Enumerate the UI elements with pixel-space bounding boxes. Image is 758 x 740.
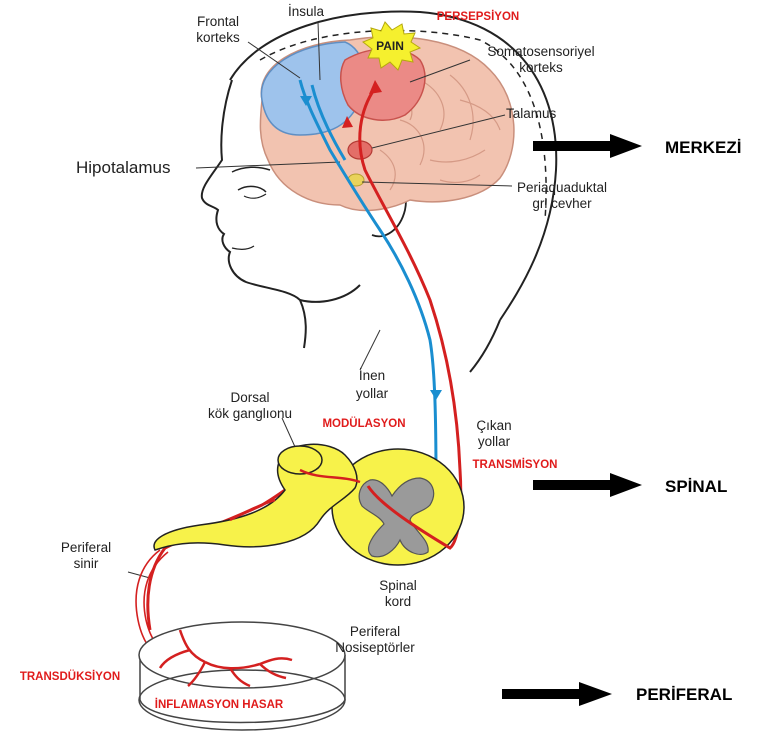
- label-modulation: MODÜLASYON: [322, 417, 405, 430]
- label-somato-line2: korteks: [519, 60, 563, 75]
- label-descending-line1: İnen: [359, 368, 385, 383]
- central-arrow: [533, 134, 642, 158]
- label-ascending-line1: Çıkan: [476, 418, 511, 433]
- dorsal-root-ganglion: [154, 444, 360, 550]
- label-damage: İNFLAMASYON HASAR: [155, 698, 284, 711]
- label-dorsal-line2: kök ganglıonu: [208, 406, 292, 421]
- label-talamus: Talamus: [506, 106, 557, 121]
- label-frontal-line1: Frontal: [197, 14, 239, 29]
- level-central: MERKEZİ: [665, 138, 742, 157]
- label-spinal-cord-line2: kord: [385, 594, 411, 609]
- peripheral-arrow: [502, 682, 612, 706]
- level-arrows: [502, 134, 642, 706]
- label-nociceptors-line2: Nosiseptörler: [335, 640, 415, 655]
- label-spinal-cord-line1: Spinal: [379, 578, 417, 593]
- label-periaq-line1: Periaquaduktal: [517, 180, 607, 195]
- label-peripheral-nerve-line2: sinir: [74, 556, 99, 571]
- pain-label: PAIN: [376, 39, 404, 53]
- label-transduction: TRANSDÜKSİYON: [20, 670, 120, 683]
- level-peripheral: PERİFERAL: [636, 685, 732, 704]
- label-hipotalamus: Hipotalamus: [76, 158, 171, 177]
- label-peripheral-nerve-line1: Periferal: [61, 540, 111, 555]
- label-frontal-line2: korteks: [196, 30, 240, 45]
- label-perception: PERSEPSİYON: [437, 10, 519, 23]
- tissue-disc: [139, 622, 345, 730]
- label-descending-line2: yollar: [356, 386, 389, 401]
- level-spinal: SPİNAL: [665, 477, 727, 496]
- label-ascending-line2: yollar: [478, 434, 511, 449]
- label-nociceptors-line1: Periferal: [350, 624, 400, 639]
- label-transmission: TRANSMİSYON: [473, 458, 558, 471]
- label-periaq-line2: gri cevher: [532, 196, 592, 211]
- label-insula: İnsula: [288, 4, 325, 19]
- label-dorsal-line1: Dorsal: [230, 390, 269, 405]
- spinal-arrow: [533, 473, 642, 497]
- label-somato-line1: Somatosensoriyel: [487, 44, 594, 59]
